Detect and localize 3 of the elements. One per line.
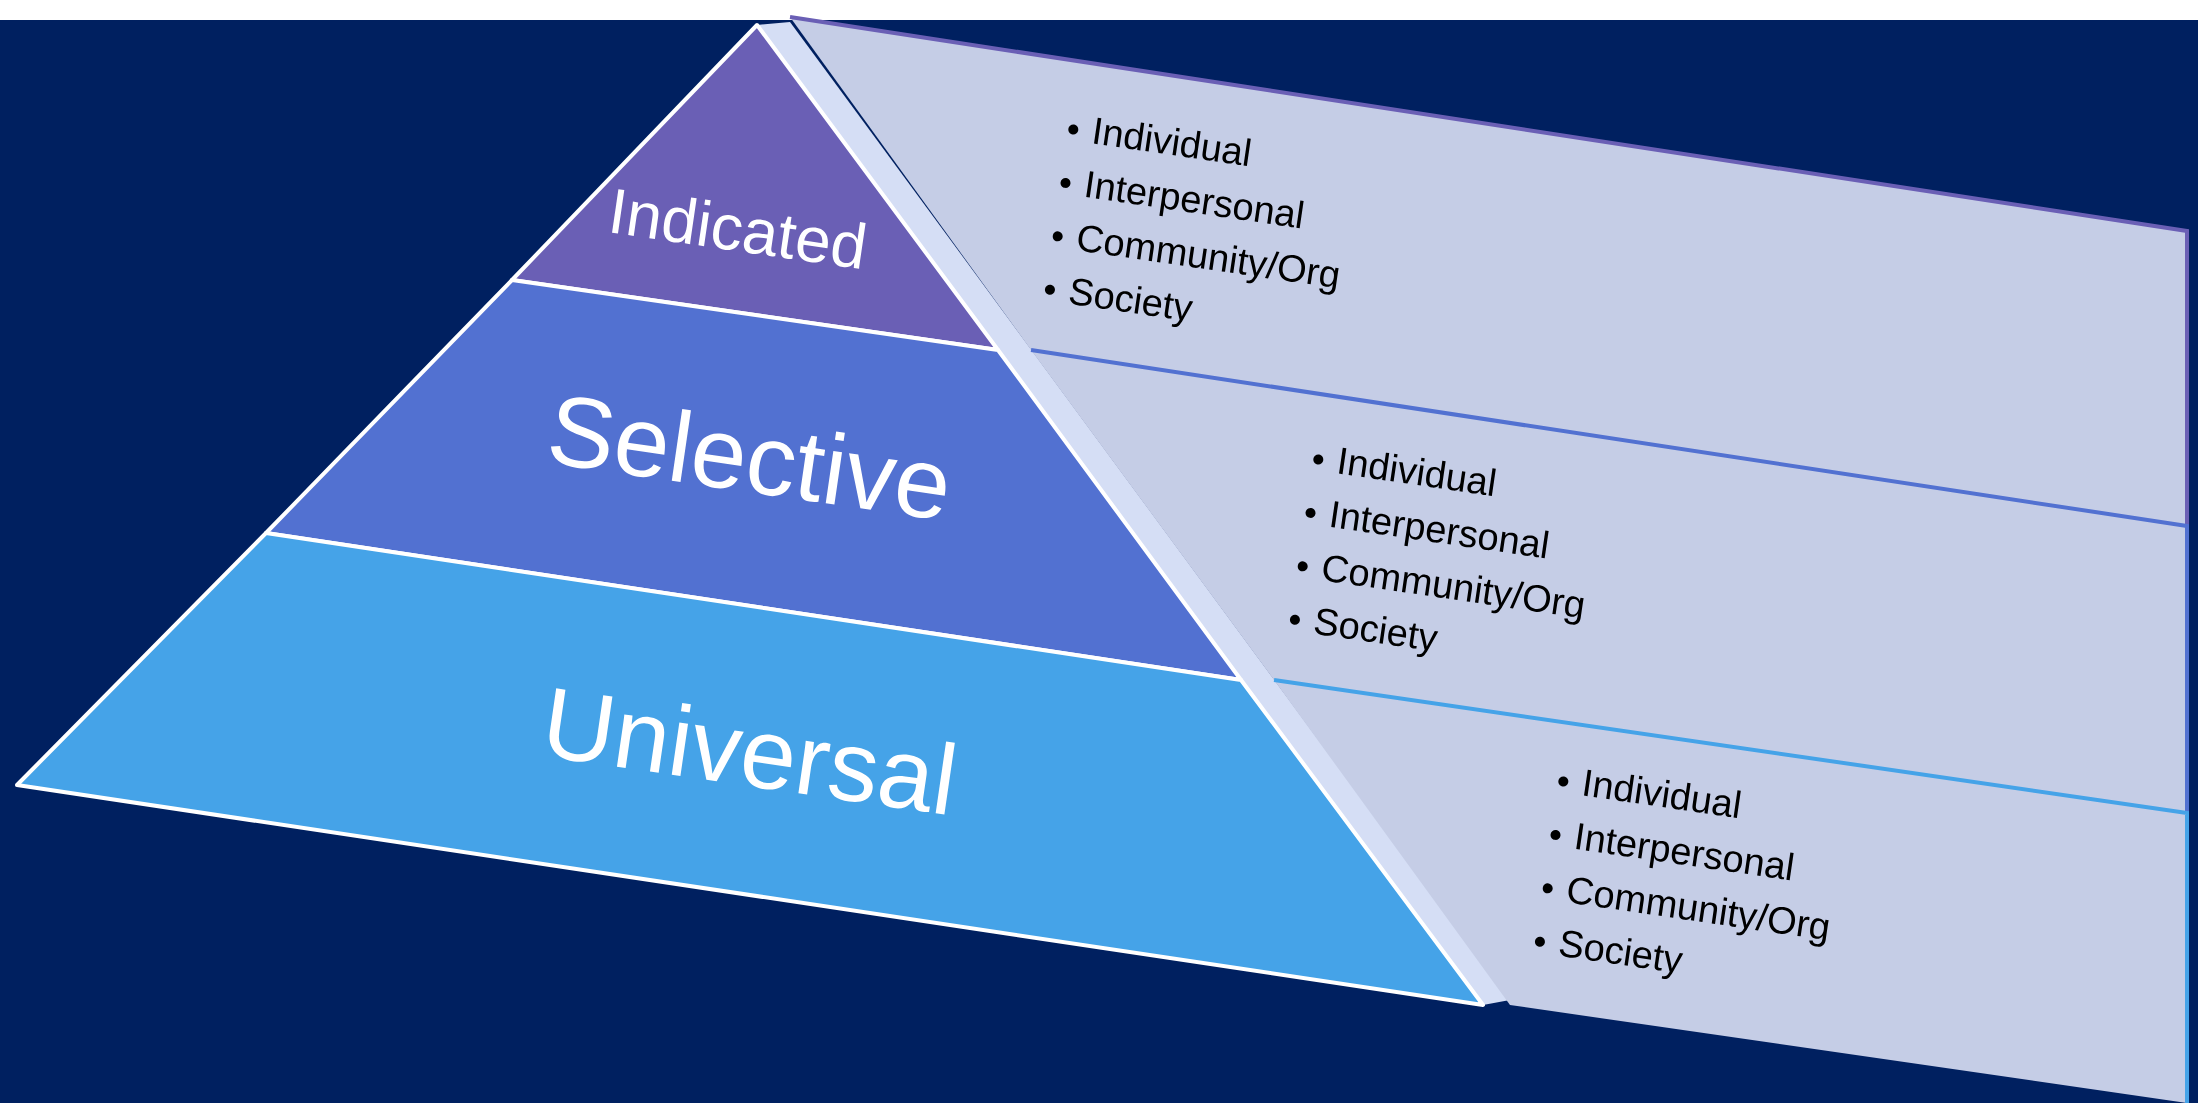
node-label: Individual [1339, 447, 1496, 496]
pyramid-level: Indicated [510, 23, 1000, 352]
node-label: Individual [1094, 117, 1251, 166]
